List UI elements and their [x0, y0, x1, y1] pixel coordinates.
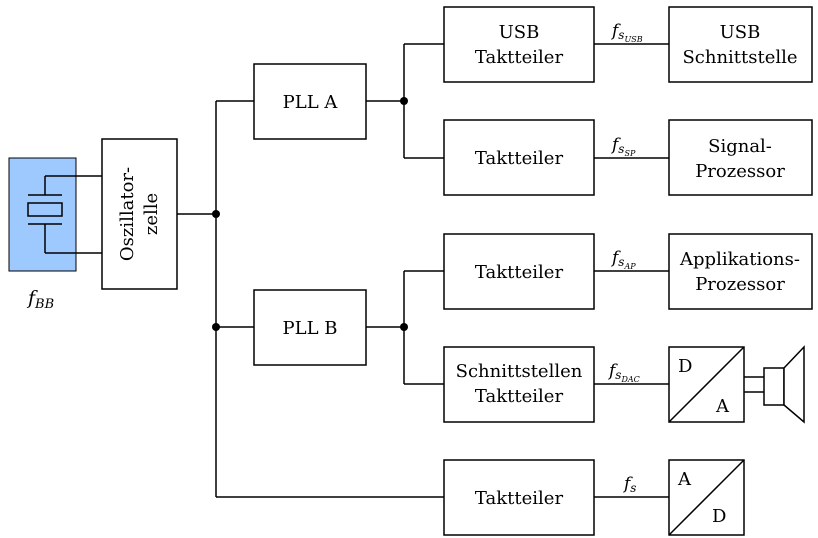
- pll-b-block: [253, 289, 367, 366]
- signal-dac: fsDAC: [607, 361, 640, 384]
- ap-divider-label: Taktteiler: [475, 262, 564, 283]
- svg-text:Oszillator-: Oszillator-: [117, 167, 138, 261]
- adc-divider-label: Taktteiler: [475, 488, 564, 509]
- dac-bottom-label: A: [715, 396, 730, 417]
- pll-a-block: [253, 63, 367, 140]
- dac-divider-block: [443, 346, 595, 423]
- usb-interface-block: [668, 6, 813, 83]
- ap-divider-block: [443, 233, 595, 310]
- oscillator-block: [101, 138, 178, 290]
- dac-divider-line2: Taktteiler: [475, 386, 564, 407]
- pll-b-label: PLL B: [283, 318, 338, 339]
- application-processor-block: [668, 233, 813, 310]
- signal-sp: fsSP: [610, 135, 636, 158]
- dac-top-label: D: [678, 356, 692, 377]
- speaker-icon: [744, 345, 805, 424]
- crystal-block: [8, 157, 102, 272]
- oscillator-label: Oszillator- zelle: [117, 167, 162, 261]
- sp-divider-block: [443, 119, 595, 196]
- usb-divider-line2: Taktteiler: [475, 47, 564, 68]
- signal-processor-line1: Signal-: [708, 136, 772, 157]
- adc-diagonal: [668, 459, 745, 536]
- application-processor-line1: Applikations-: [679, 249, 800, 270]
- application-processor-line2: Prozessor: [695, 274, 785, 295]
- crystal-background: [8, 157, 77, 272]
- signal-processor-block: [668, 119, 813, 196]
- svg-text:zelle: zelle: [141, 193, 162, 235]
- adc-bottom-label: D: [712, 506, 726, 527]
- usb-interface-line1: USB: [720, 22, 761, 43]
- adc-top-label: A: [677, 469, 692, 490]
- dac-divider-line1: Schnittstellen: [456, 361, 583, 382]
- sp-divider-label: Taktteiler: [475, 148, 564, 169]
- usb-divider-line1: USB: [499, 22, 540, 43]
- wiring: [177, 43, 669, 498]
- signal-processor-line2: Prozessor: [695, 161, 785, 182]
- signal-ap: fsAP: [610, 248, 636, 271]
- adc-divider-block: [443, 459, 595, 536]
- crystal-icon: [27, 175, 102, 254]
- signal-usb: fsUSB: [610, 21, 643, 44]
- pll-a-label: PLL A: [283, 92, 339, 113]
- usb-divider-block: [443, 6, 595, 83]
- crystal-frequency-label: fBB: [26, 287, 54, 312]
- dac-diagonal: [668, 346, 745, 423]
- usb-interface-line2: Schnittstelle: [682, 47, 797, 68]
- signal-adc: fs: [622, 474, 636, 495]
